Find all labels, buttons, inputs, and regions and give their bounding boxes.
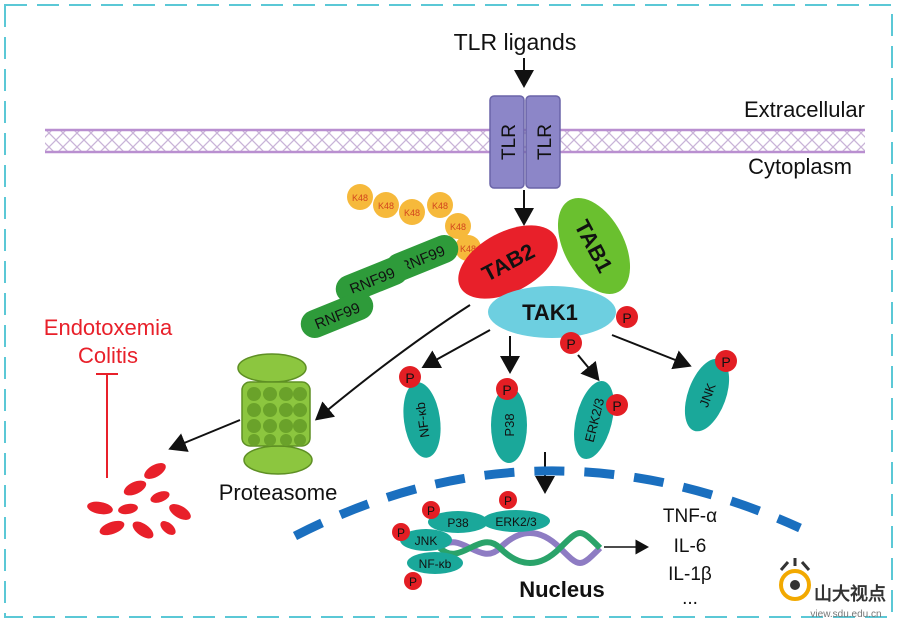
phospho-tak1: P [616, 306, 638, 328]
tak1: TAK1 [488, 286, 616, 338]
nuclear-p38: P38 [428, 511, 488, 533]
dna-helix [437, 530, 603, 566]
tak1-to-jnk-arrow [611, 334, 692, 370]
nucleus-label: Nucleus [519, 577, 605, 602]
tab1: TAB1 [557, 197, 631, 295]
p38-kinase: P38 [491, 387, 527, 463]
svg-text:NF-κb: NF-κb [413, 401, 433, 438]
phospho-jnk: P [715, 350, 737, 372]
proteasome-label: Proteasome [219, 480, 338, 505]
ellipsis-label: ... [682, 588, 698, 609]
watermark-logo [779, 558, 811, 601]
k48-label: K48 [432, 201, 448, 211]
svg-text:P: P [502, 382, 511, 398]
tnf-label: TNF-α [663, 506, 717, 527]
nuclear-envelope [292, 466, 802, 541]
svg-text:P: P [612, 398, 621, 414]
watermark-url: view.sdu.edu.cn [810, 609, 881, 620]
nfkb-kinase: NF-κb [403, 382, 441, 458]
nuclear-nfkb: NF-κb [407, 552, 463, 574]
svg-text:P: P [566, 336, 575, 352]
tlr-receptor: TLR TLR [489, 95, 561, 189]
phospho-nfkb: P [399, 366, 421, 388]
phospho-erk: P [606, 394, 628, 416]
k48-label: K48 [404, 208, 420, 218]
cell-membrane [45, 128, 865, 154]
svg-text:P: P [622, 310, 631, 326]
il1b-label: IL-1β [668, 564, 712, 585]
nuclear-phospho-sites: P P P P [392, 491, 517, 590]
tlr-ligands-label: TLR ligands [454, 29, 577, 55]
watermark-cn: 山大视点 [814, 583, 886, 604]
tlr-label-left: TLR [499, 124, 520, 160]
svg-text:NF-κb: NF-κb [419, 557, 452, 571]
svg-text:P38: P38 [502, 413, 517, 436]
k48-label: K48 [352, 193, 368, 203]
nuclear-jnk: JNK [400, 529, 452, 551]
tak1-label: TAK1 [522, 300, 578, 325]
endotoxemia-label: Endotoxemia [44, 315, 173, 340]
tab2: TAB2 [458, 225, 558, 299]
svg-text:P: P [409, 575, 417, 589]
tak1-to-proteasome-arrow [314, 304, 471, 421]
dashed-frame [4, 4, 893, 618]
svg-text:JNK: JNK [415, 534, 438, 548]
k48-label: K48 [450, 222, 466, 232]
tak1-to-nfkb-arrow [421, 329, 491, 368]
svg-text:P: P [721, 354, 730, 370]
degraded-fragments [87, 463, 191, 539]
erk-kinase: ERK2/3 [574, 380, 614, 460]
tlr-label-right: TLR [535, 124, 556, 160]
svg-text:P: P [427, 504, 435, 518]
k48-label: K48 [460, 244, 476, 254]
svg-text:P: P [504, 494, 512, 508]
extracellular-label: Extracellular [744, 97, 865, 122]
svg-text:ERK2/3: ERK2/3 [495, 515, 537, 529]
phospho-tak1-lower: P [560, 332, 582, 354]
svg-text:P: P [405, 370, 414, 386]
nuclear-erk: ERK2/3 [482, 510, 550, 532]
svg-text:P: P [397, 526, 405, 540]
il6-label: IL-6 [674, 536, 707, 557]
k48-ubiquitin-chain: K48 K48 K48 K48 K48 K48 [347, 184, 481, 261]
phospho-p38: P [496, 378, 518, 400]
k48-label: K48 [378, 201, 394, 211]
cytoplasm-label: Cytoplasm [748, 154, 852, 179]
inhibition-bar [96, 373, 118, 478]
jnk-kinase: JNK [684, 358, 730, 432]
proteasome [237, 353, 313, 475]
tak1-to-erk-arrow [577, 354, 600, 382]
svg-text:P38: P38 [447, 516, 469, 530]
proteasome-to-fragments-arrow [168, 419, 241, 452]
colitis-label: Colitis [78, 343, 138, 368]
